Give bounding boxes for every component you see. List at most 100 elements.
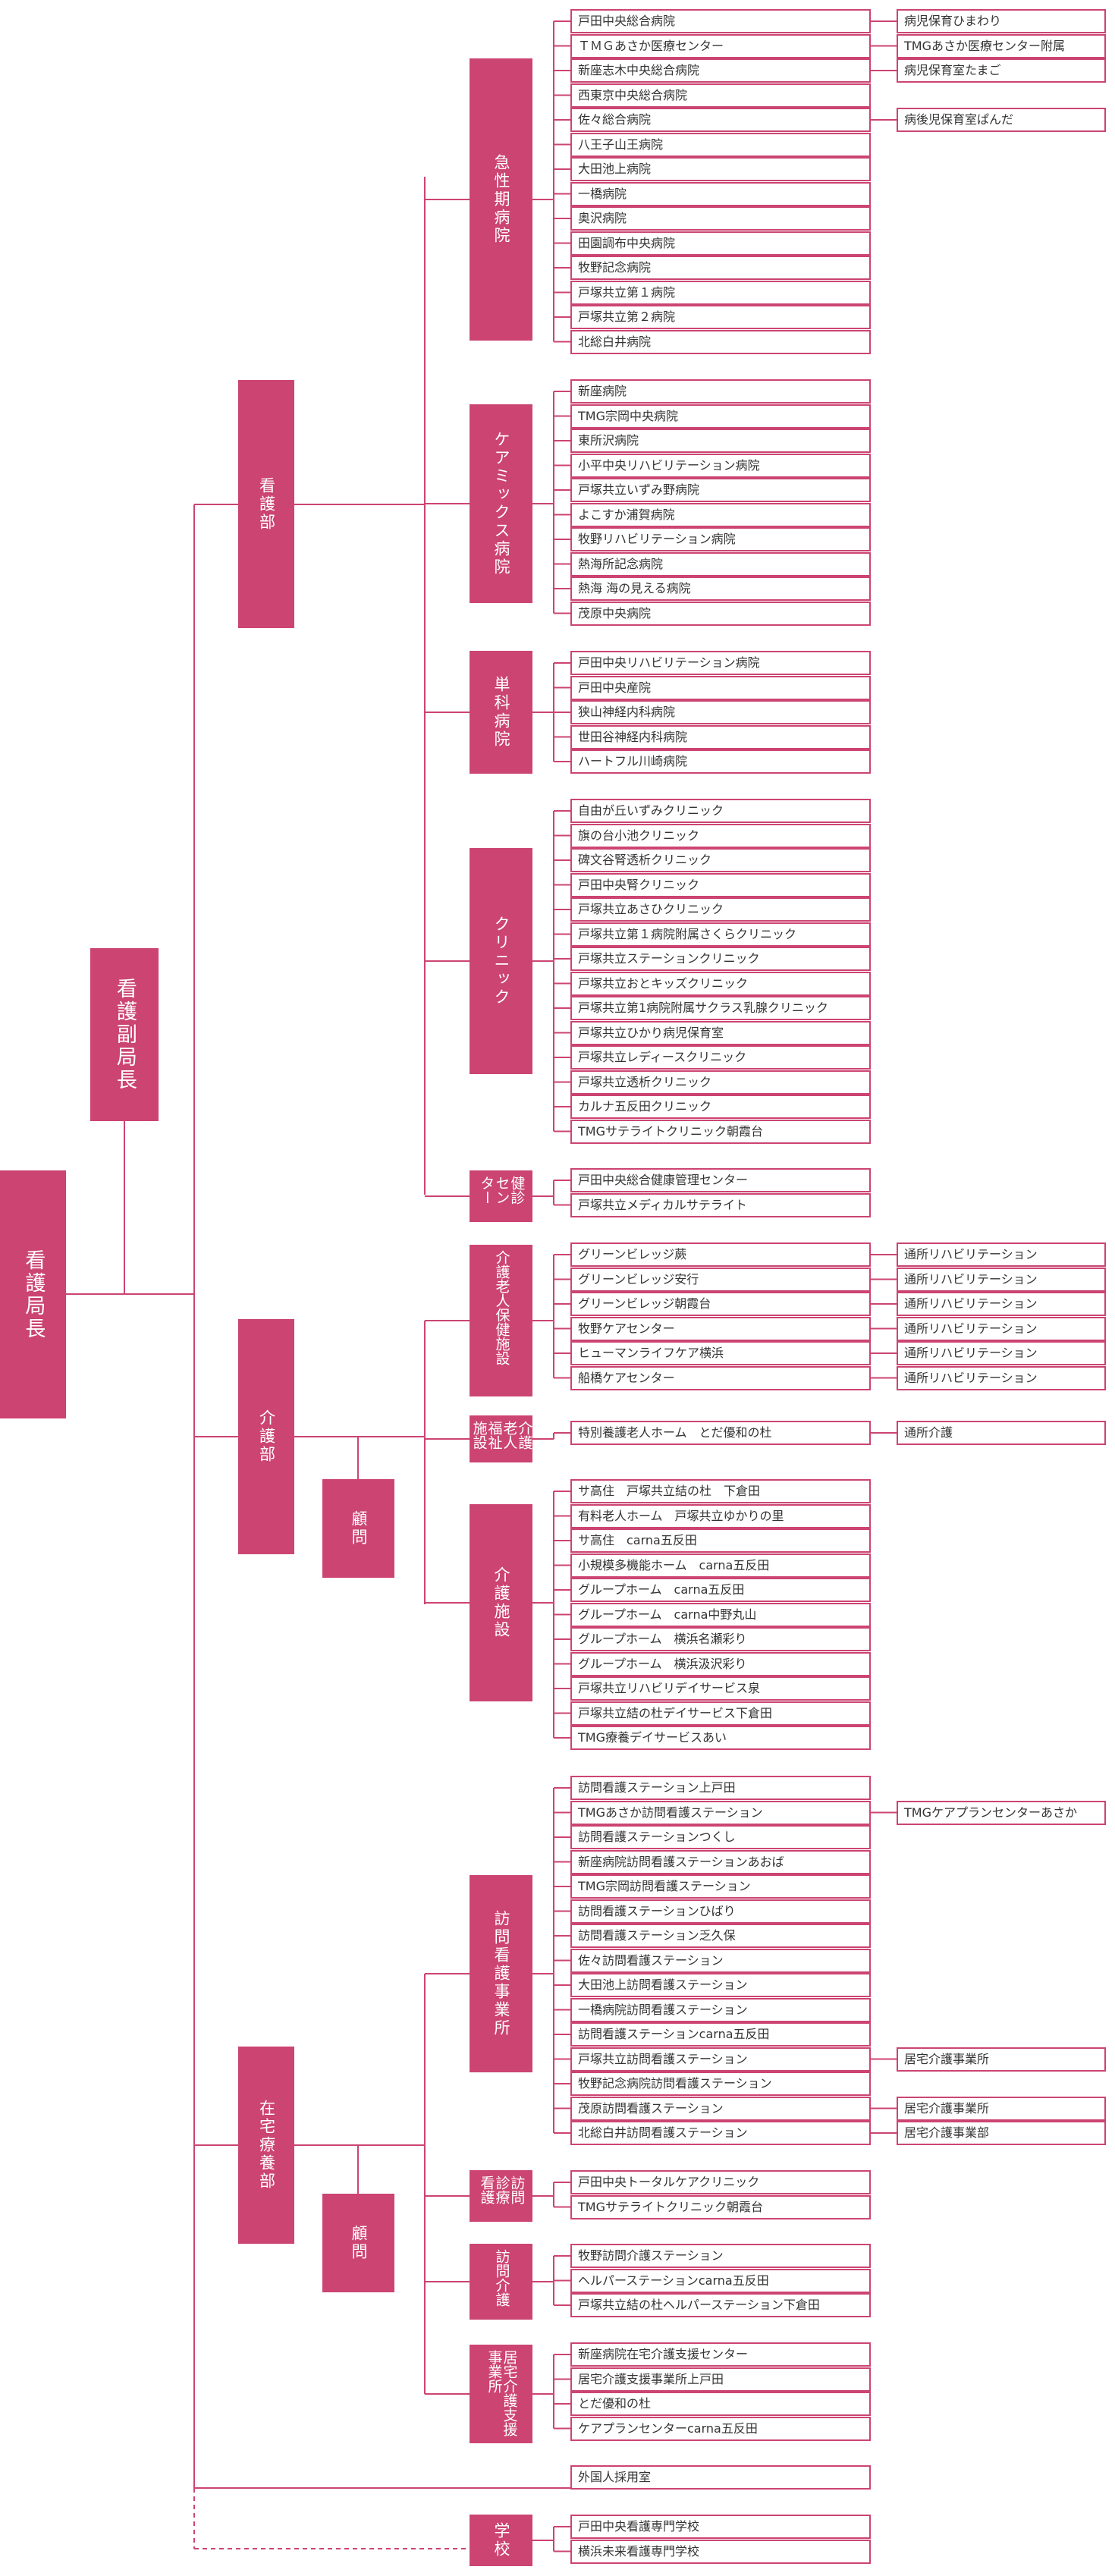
facility-item: 北総白井訪問看護ステーション xyxy=(570,2121,871,2145)
facility-item: ヘルパーステーションcarna五反田 xyxy=(570,2268,871,2293)
facility-item: 新座病院在宅介護支援センター xyxy=(570,2342,871,2367)
chief-label: 看護局長 xyxy=(21,1249,46,1340)
facility-item: ＴＭＧあさか医療センター xyxy=(570,33,871,58)
facility-item: 戸塚共立あさひクリニック xyxy=(570,897,871,922)
facility-item: 東所沢病院 xyxy=(570,429,871,453)
dept-home-label: 在宅療養部 xyxy=(257,2100,276,2191)
group-box-7: 介護施設 xyxy=(470,1504,532,1701)
group-box-6: 介護老人福祉施設 xyxy=(470,1415,532,1462)
chief-box: 看護局長 xyxy=(0,1170,66,1418)
facility-item: 牧野ケアセンター xyxy=(570,1316,871,1341)
advisor-care-label: 顧問 xyxy=(350,1510,369,1547)
facility-item: 新座病院 xyxy=(570,379,871,404)
deputy-box: 看護副局長 xyxy=(90,948,159,1121)
group-label: 居宅介護支援事業所 xyxy=(485,2350,518,2436)
facility-item: 牧野記念病院 xyxy=(570,256,871,280)
facility-item: 北総白井病院 xyxy=(570,329,871,354)
facility-item: 大田池上訪問看護ステーション xyxy=(570,1973,871,1997)
facility-item: 戸塚共立透析クリニック xyxy=(570,1070,871,1095)
attached-facility: 通所介護 xyxy=(897,1421,1106,1445)
group-label: ケアミックス病院 xyxy=(492,431,511,576)
group-label: 訪問看護事業所 xyxy=(492,1910,511,2037)
facility-item: 戸塚共立リハビリデイサービス泉 xyxy=(570,1676,871,1701)
facility-item: 訪問看護ステーション乏久保 xyxy=(570,1924,871,1948)
group-box-0: 急性期病院 xyxy=(470,58,532,341)
facility-item: TMGあさか訪問看護ステーション xyxy=(570,1800,871,1825)
group-box-11: 居宅介護支援事業所 xyxy=(470,2345,532,2443)
facility-item: 戸塚共立ひかり病児保育室 xyxy=(570,1020,871,1045)
facility-item: 有料老人ホーム 戸塚共立ゆかりの里 xyxy=(570,1503,871,1528)
facility-item: 戸田中央リハビリテーション病院 xyxy=(570,651,871,675)
facility-item: 牧野リハビリテーション病院 xyxy=(570,527,871,551)
facility-item: 茂原中央病院 xyxy=(570,601,871,626)
facility-item: 一橋病院 xyxy=(570,181,871,206)
facility-item: 西東京中央総合病院 xyxy=(570,83,871,108)
attached-facility: 病児保育ひまわり xyxy=(897,9,1106,33)
facility-item: 外国人採用室 xyxy=(570,2465,871,2490)
facility-item: グリーンビレッジ蕨 xyxy=(570,1242,871,1267)
facility-item: 戸田中央腎クリニック xyxy=(570,872,871,897)
facility-item: 牧野訪問介護ステーション xyxy=(570,2244,871,2268)
facility-item: サ高住 戸塚共立結の杜 下倉田 xyxy=(570,1479,871,1503)
facility-item: 新座志木中央総合病院 xyxy=(570,58,871,83)
facility-item: TMGサテライトクリニック朝霞台 xyxy=(570,2194,871,2219)
facility-item: 一橋病院訪問看護ステーション xyxy=(570,1997,871,2022)
facility-item: 旗の台小池クリニック xyxy=(570,823,871,848)
facility-item: 茂原訪問看護ステーション xyxy=(570,2096,871,2121)
dept-nursing-label: 看護部 xyxy=(257,476,276,532)
group-label: 介護老人保健施設 xyxy=(493,1250,510,1365)
attached-facility: 病児保育室たまご xyxy=(897,58,1106,83)
attached-facility: 居宅介護事業部 xyxy=(897,2121,1106,2145)
facility-item: 佐々総合病院 xyxy=(570,108,871,132)
group-label: 健診センター xyxy=(478,1176,526,1205)
facility-item: 熱海 海の見える病院 xyxy=(570,576,871,601)
group-box-10: 訪問介護 xyxy=(470,2244,532,2320)
facility-item: 戸塚共立第１病院附属さくらクリニック xyxy=(570,922,871,947)
attached-facility: 通所リハビリテーション xyxy=(897,1365,1106,1390)
facility-item: 牧野記念病院訪問看護ステーション xyxy=(570,2072,871,2096)
group-label: 介護老人福祉施設 xyxy=(470,1421,533,1450)
attached-facility: 通所リハビリテーション xyxy=(897,1267,1106,1292)
attached-facility: TMGあさか医療センター附属 xyxy=(897,33,1106,58)
facility-item: 戸田中央産院 xyxy=(570,675,871,700)
group-box-9: 訪問診療看護 xyxy=(470,2170,532,2222)
facility-item: 狭山神経内科病院 xyxy=(570,700,871,724)
dept-care: 介護部 xyxy=(238,1319,294,1554)
attached-facility: 通所リハビリテーション xyxy=(897,1341,1106,1365)
facility-item: グリーンビレッジ朝霞台 xyxy=(570,1292,871,1316)
group-label: 単科病院 xyxy=(492,676,511,749)
group-label: 介護施設 xyxy=(492,1566,511,1639)
facility-item: 戸田中央総合病院 xyxy=(570,9,871,33)
group-box-4: 健診センター xyxy=(470,1170,532,1222)
facility-item: グループホーム 横浜名瀬彩り xyxy=(570,1627,871,1651)
facility-item: 戸田中央総合健康管理センター xyxy=(570,1168,871,1192)
facility-item: TMG宗岡中央病院 xyxy=(570,404,871,429)
facility-item: グリーンビレッジ安行 xyxy=(570,1267,871,1292)
facility-item: 特別養護老人ホーム とだ優和の杜 xyxy=(570,1421,871,1445)
group-box-3: クリニック xyxy=(470,848,532,1074)
facility-item: TMG宗岡訪問看護ステーション xyxy=(570,1874,871,1899)
facility-item: 戸塚共立結の杜デイサービス下倉田 xyxy=(570,1701,871,1726)
attached-facility: 病後児保育室ぱんだ xyxy=(897,108,1106,132)
advisor-home-label: 顧問 xyxy=(350,2225,369,2261)
group-label: 急性期病院 xyxy=(492,154,511,245)
facility-item: 戸塚共立第1病院附属サクラス乳腺クリニック xyxy=(570,996,871,1020)
group-label: 訪問介護 xyxy=(493,2249,510,2307)
facility-item: 戸田中央トータルケアクリニック xyxy=(570,2170,871,2194)
deputy-label: 看護副局長 xyxy=(112,978,137,1092)
group-box-2: 単科病院 xyxy=(470,651,532,774)
dept-care-label: 介護部 xyxy=(257,1409,276,1464)
facility-item: サ高住 carna五反田 xyxy=(570,1528,871,1553)
facility-item: とだ優和の杜 xyxy=(570,2392,871,2416)
facility-item: 訪問看護ステーションcarna五反田 xyxy=(570,2022,871,2047)
attached-facility: TMGケアプランセンターあさか xyxy=(897,1800,1106,1825)
facility-item: 戸田中央看護専門学校 xyxy=(570,2515,871,2539)
attached-facility: 通所リハビリテーション xyxy=(897,1292,1106,1316)
facility-item: グループホーム carna中野丸山 xyxy=(570,1602,871,1627)
facility-item: 世田谷神経内科病院 xyxy=(570,724,871,749)
facility-item: 戸塚共立第１病院 xyxy=(570,280,871,305)
facility-item: 戸塚共立結の杜ヘルパーステーション下倉田 xyxy=(570,2293,871,2317)
facility-item: 碑文谷腎透析クリニック xyxy=(570,848,871,872)
facility-item: ハートフル川崎病院 xyxy=(570,749,871,774)
